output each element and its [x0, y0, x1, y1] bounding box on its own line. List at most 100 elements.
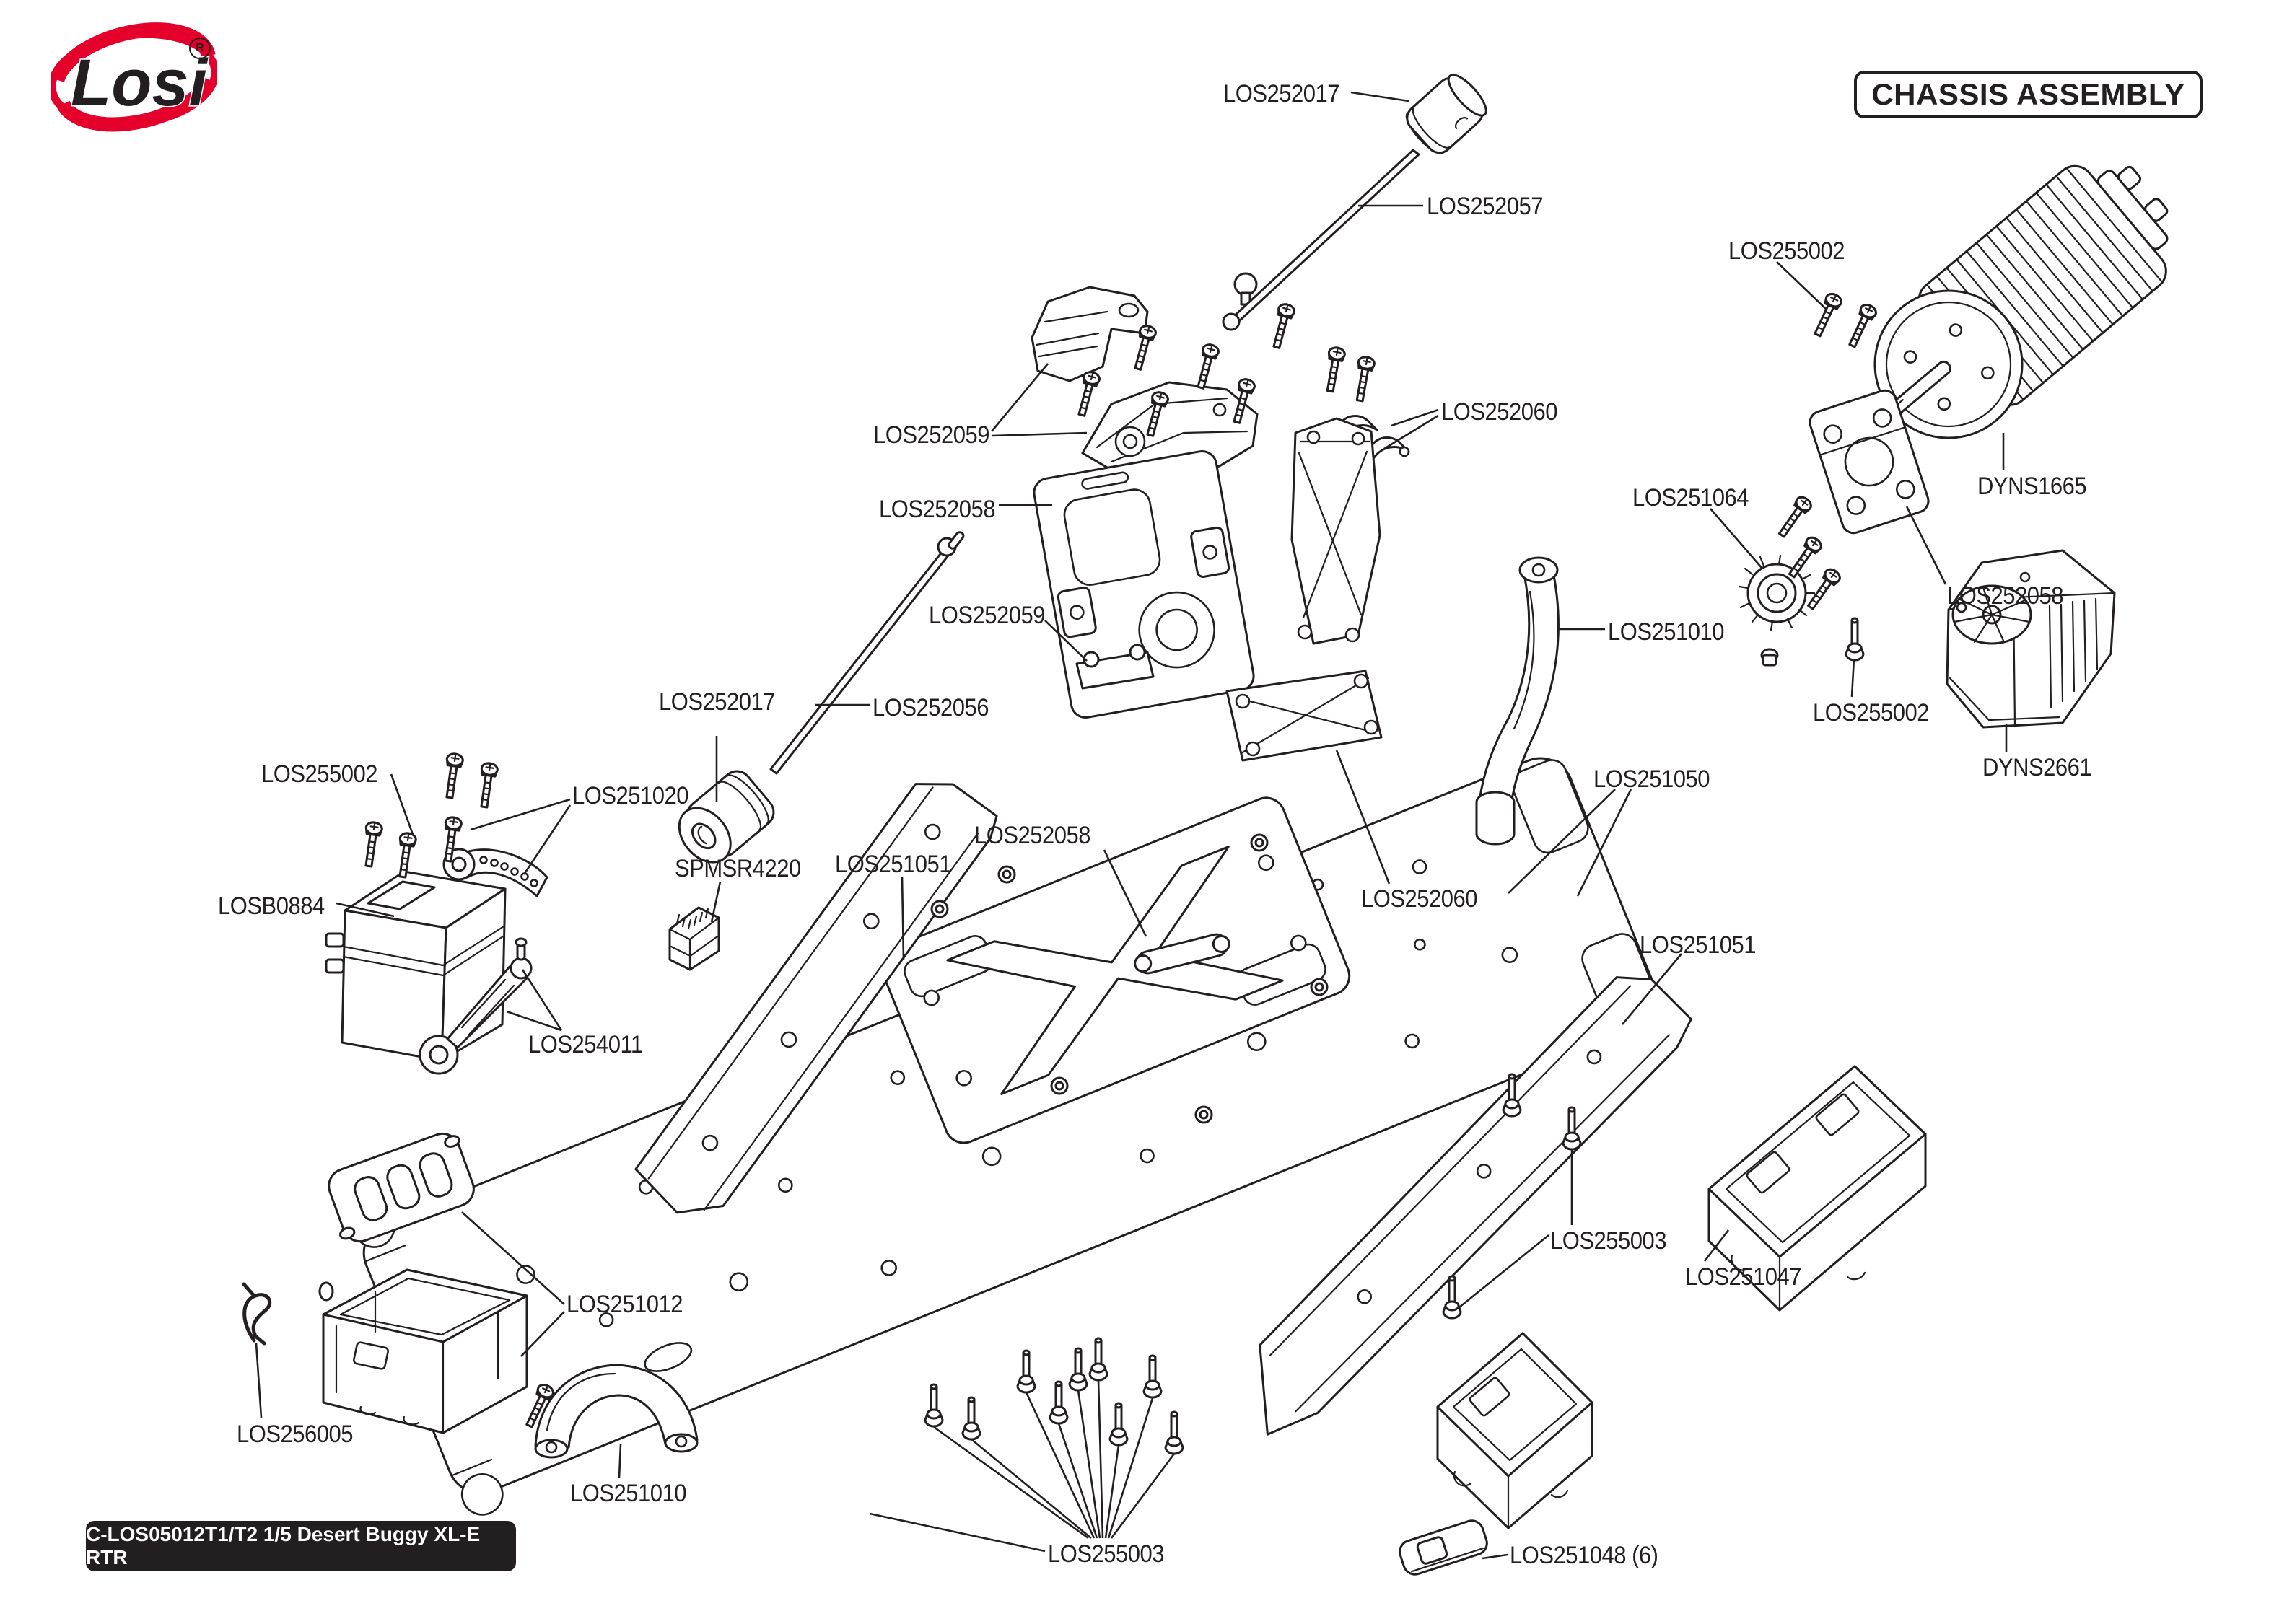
screw-icon — [520, 1381, 556, 1431]
screw-icon — [1843, 301, 1879, 351]
part-label: LOS251064 — [1632, 483, 1749, 512]
leader-line — [1776, 261, 1828, 311]
part-label: LOS255003 — [1550, 1226, 1666, 1255]
screw-pin-icon — [1088, 1337, 1108, 1382]
leader-line — [1335, 750, 1391, 885]
leader-line — [618, 1444, 622, 1478]
leader-line — [520, 1311, 565, 1357]
leader-line — [1710, 508, 1763, 569]
part-label: DYNS1665 — [1977, 471, 2087, 500]
screw-icon — [1774, 493, 1815, 541]
part-label: LOS255003 — [1048, 1539, 1164, 1568]
part-label: LOS251010 — [570, 1478, 686, 1507]
part-label: LOS251051 — [835, 849, 951, 878]
leader-line — [1057, 1423, 1098, 1539]
screw-icon — [1803, 565, 1844, 613]
part-label: LOS255002 — [1813, 698, 1929, 727]
battery-clip — [1399, 1519, 1488, 1576]
rear-lower-plate — [1225, 670, 1383, 762]
screw-pin-icon — [1164, 1410, 1184, 1455]
leader-line — [521, 969, 563, 1031]
screw-icon — [1321, 345, 1347, 394]
leader-line — [1383, 414, 1439, 450]
center-gearbox-plate — [1033, 449, 1255, 719]
screw-pin-icon — [1562, 1106, 1582, 1151]
screw-pin-icon — [1845, 617, 1865, 662]
screw-icon — [1350, 354, 1377, 403]
part-label: LOS252059 — [929, 600, 1045, 629]
part-label: LOS254011 — [528, 1030, 643, 1058]
leader-line — [1508, 789, 1616, 894]
part-label: LOS251050 — [1593, 764, 1710, 793]
screw-icon — [475, 761, 499, 809]
part-label: LOS251010 — [1608, 617, 1724, 646]
steering-post-bracket — [1075, 644, 1155, 690]
receiver — [668, 906, 720, 971]
leader-line — [1350, 91, 1409, 102]
screw-pin-icon — [1016, 1349, 1036, 1394]
leader-line — [1104, 1444, 1120, 1539]
leader-line — [933, 1426, 1089, 1540]
leader-line — [1107, 1397, 1154, 1539]
part-label: SPMSR4220 — [675, 853, 801, 882]
screw-icon — [393, 831, 418, 879]
body-clip — [242, 1282, 272, 1346]
part-label: LOS252058 — [879, 494, 995, 523]
motor-mount-plate — [1809, 389, 1930, 535]
center-diff-cover — [534, 1364, 699, 1459]
page-title: CHASSIS ASSEMBLY — [1871, 77, 2185, 111]
receiver-box — [318, 1268, 528, 1434]
rear-brace — [1475, 556, 1560, 846]
leader-line — [1850, 657, 1855, 698]
leader-line — [1097, 1379, 1104, 1539]
part-label: LOS252058 — [974, 820, 1090, 849]
screw-icon — [1809, 290, 1845, 340]
screw-pin-icon — [1049, 1380, 1069, 1425]
steering-link — [419, 937, 533, 1075]
screw-icon — [1267, 301, 1297, 351]
losi-logo: Losi — [51, 22, 217, 132]
screw-icon — [440, 752, 465, 800]
nut-icon — [1310, 978, 1329, 996]
motor — [1868, 164, 2169, 439]
receiver-box-lid — [328, 1132, 475, 1243]
top-driveshaft — [1222, 74, 1487, 331]
nut-icon — [1194, 1105, 1213, 1124]
nut-icon — [1050, 1076, 1069, 1095]
part-label: LOS252056 — [873, 693, 989, 721]
part-label: LOS255002 — [261, 759, 377, 788]
esc — [1946, 549, 2116, 729]
leader-line — [1391, 408, 1439, 427]
registered-mark: R — [189, 38, 211, 59]
servo-horn — [442, 848, 548, 897]
part-label: LOS252059 — [873, 420, 989, 449]
leader-line — [1622, 953, 1682, 1025]
screw-icon — [1129, 322, 1158, 372]
leader-line — [1482, 1553, 1508, 1560]
screw-pin-icon — [1442, 1275, 1462, 1320]
leader-line — [1103, 849, 1147, 937]
screw-icon — [439, 815, 463, 864]
screw-pin-icon — [1142, 1354, 1163, 1399]
leader-line — [990, 363, 1049, 432]
screw-pin-icon — [961, 1396, 981, 1441]
part-label: LOS251051 — [1640, 930, 1756, 959]
leader-line — [710, 881, 722, 923]
right-side-guard — [1259, 976, 1692, 1436]
screw-pin-icon — [1108, 1402, 1129, 1447]
x-brace-tower — [1290, 417, 1381, 645]
title-box: CHASSIS ASSEMBLY — [1854, 71, 2203, 118]
leader-line — [336, 902, 395, 918]
screw-pin-icon — [1502, 1073, 1522, 1118]
leader-line — [1576, 789, 1632, 897]
ball-stud — [1233, 272, 1258, 306]
leader-line — [390, 773, 416, 841]
leader-line — [470, 798, 571, 831]
leader-line — [461, 1211, 565, 1305]
part-label: LOS251020 — [572, 781, 688, 809]
leader-line — [1044, 620, 1088, 662]
part-label: LOS256005 — [237, 1419, 353, 1448]
